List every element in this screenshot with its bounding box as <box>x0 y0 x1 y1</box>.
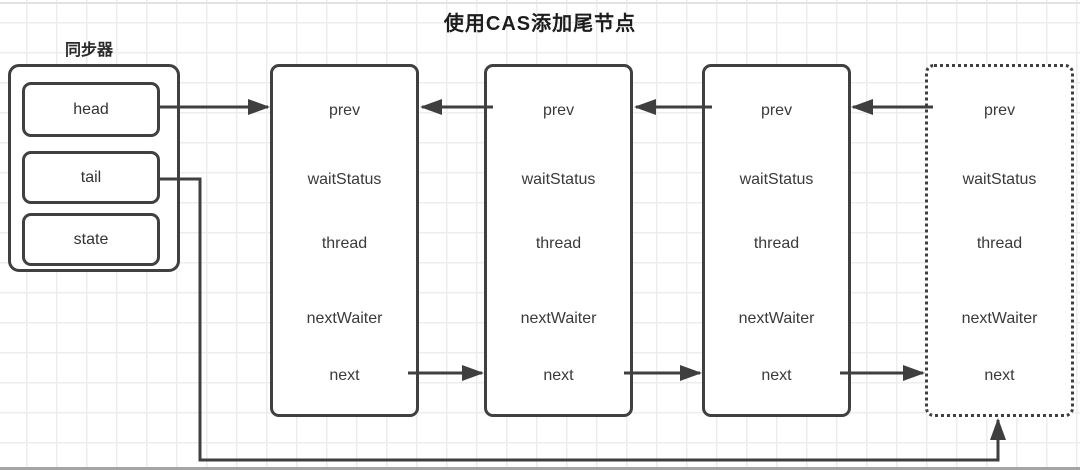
node-field-waitstatus: waitStatus <box>962 171 1037 188</box>
node-field-nextwaiter: nextWaiter <box>306 310 383 327</box>
node-field-next: next <box>543 367 574 384</box>
node-field-nextwaiter: nextWaiter <box>961 310 1038 327</box>
node-field-thread: thread <box>976 235 1023 252</box>
node-field-next: next <box>761 367 792 384</box>
synchronizer-field-label: head <box>73 100 109 118</box>
bottom-border-bar <box>0 467 1080 470</box>
node-field-prev: prev <box>760 102 793 119</box>
synchronizer-field-head: head <box>22 82 160 137</box>
node-field-next: next <box>984 367 1015 384</box>
diagram-title: 使用CAS添加尾节点 <box>443 13 637 35</box>
top-border-line <box>0 2 1080 4</box>
synchronizer-label: 同步器 <box>64 42 113 59</box>
synchronizer-box: head tail state <box>8 64 180 272</box>
synchronizer-field-label: state <box>73 230 109 248</box>
node-field-prev: prev <box>328 102 361 119</box>
synchronizer-field-state: state <box>22 213 160 266</box>
node-field-prev: prev <box>542 102 575 119</box>
queue-node-2: prev waitStatus thread nextWaiter next <box>484 64 633 417</box>
queue-node-1: prev waitStatus thread nextWaiter next <box>270 64 419 417</box>
node-field-nextwaiter: nextWaiter <box>738 310 815 327</box>
node-field-waitstatus: waitStatus <box>307 171 382 188</box>
synchronizer-field-label: tail <box>80 168 102 186</box>
node-field-thread: thread <box>753 235 800 252</box>
node-field-waitstatus: waitStatus <box>521 171 596 188</box>
queue-node-4-pending-tail: prev waitStatus thread nextWaiter next <box>925 64 1074 417</box>
queue-node-3: prev waitStatus thread nextWaiter next <box>702 64 851 417</box>
node-field-prev: prev <box>983 102 1016 119</box>
node-field-nextwaiter: nextWaiter <box>520 310 597 327</box>
node-field-thread: thread <box>535 235 582 252</box>
node-field-thread: thread <box>321 235 368 252</box>
node-field-waitstatus: waitStatus <box>739 171 814 188</box>
node-field-next: next <box>329 367 360 384</box>
synchronizer-field-tail: tail <box>22 151 160 204</box>
